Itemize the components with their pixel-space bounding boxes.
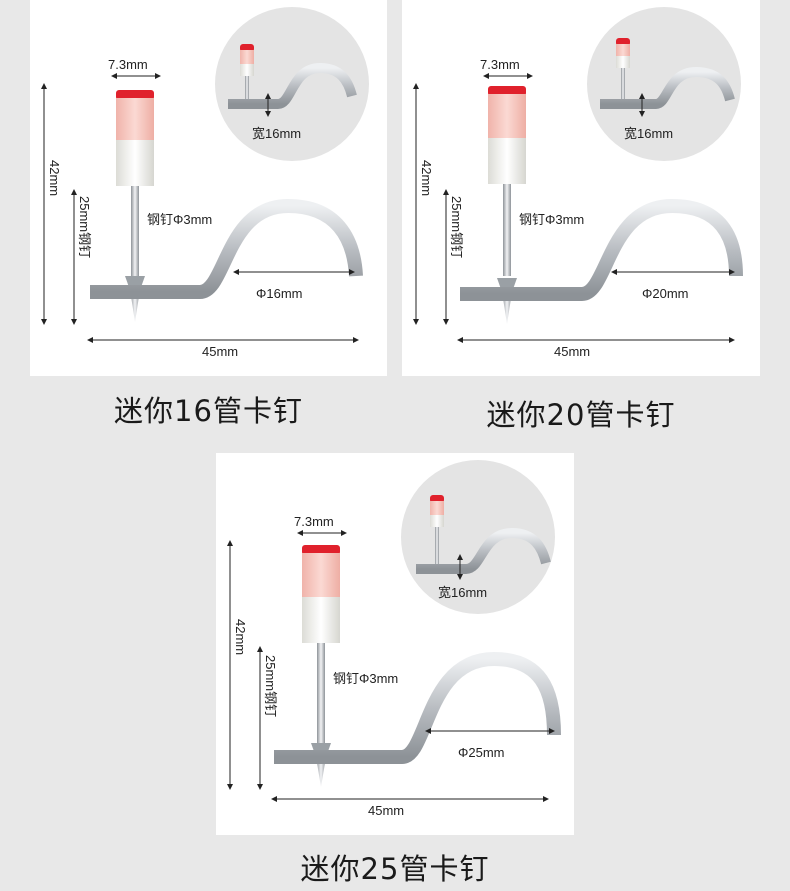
product-card-16: 宽16mm 7.3mm 钢钉Φ3mm Φ16mm 42mm 25mm钢钉 45m…: [30, 0, 387, 376]
pipe-diameter-label: Φ25mm: [458, 745, 505, 760]
nail-diameter-label: 钢钉Φ3mm: [519, 212, 584, 227]
inset-detail: 宽16mm: [587, 7, 741, 161]
nail-cap: [116, 90, 154, 322]
total-height-label: 42mm: [419, 160, 434, 196]
nail-diameter-label: 钢钉Φ3mm: [333, 671, 398, 686]
steel-nail: [317, 643, 325, 743]
caption-16: 迷你16管卡钉: [114, 394, 303, 428]
inset-detail: 宽16mm: [401, 460, 555, 614]
strap-width-label: 宽16mm: [438, 585, 487, 600]
diagram-16: 宽16mm 7.3mm 钢钉Φ3mm Φ16mm 42mm 25mm钢钉 45m…: [41, 7, 369, 359]
inset-detail: 宽16mm: [215, 7, 369, 161]
nail-diameter-label: 钢钉Φ3mm: [147, 212, 212, 227]
total-length-label: 45mm: [202, 344, 238, 359]
product-card-20: 宽16mm 7.3mm 钢钉Φ3mm Φ20mm 42mm 25mm钢钉 45m…: [402, 0, 760, 376]
pipe-diameter-label: Φ16mm: [256, 286, 303, 301]
product-card-25: 宽16mm 7.3mm 钢钉Φ3mm Φ25mm 42mm 25mm钢钉 45m…: [216, 453, 574, 835]
nail-cap: [488, 86, 526, 324]
pipe-diameter-label: Φ20mm: [642, 286, 689, 301]
cap-width-label: 7.3mm: [480, 57, 520, 72]
pipe-clip: [274, 651, 561, 764]
total-height-label: 42mm: [233, 619, 248, 655]
cap-width-label: 7.3mm: [294, 514, 334, 529]
total-height-label: 42mm: [47, 160, 62, 196]
diagram-20: 宽16mm 7.3mm 钢钉Φ3mm Φ20mm 42mm 25mm钢钉 45m…: [413, 7, 743, 359]
strap-width-label: 宽16mm: [624, 126, 673, 141]
diagram-25: 宽16mm 7.3mm 钢钉Φ3mm Φ25mm 42mm 25mm钢钉 45m…: [227, 460, 561, 818]
steel-nail: [131, 186, 139, 276]
caption-25: 迷你25管卡钉: [300, 852, 490, 886]
strap-width-label: 宽16mm: [252, 126, 301, 141]
total-length-label: 45mm: [368, 803, 404, 818]
steel-nail: [503, 184, 511, 276]
nail-length-label: 25mm钢钉: [77, 196, 92, 258]
cap-width-label: 7.3mm: [108, 57, 148, 72]
nail-length-label: 25mm钢钉: [449, 196, 464, 258]
nail-length-label: 25mm钢钉: [263, 655, 278, 717]
total-length-label: 45mm: [554, 344, 590, 359]
pipe-clip: [90, 198, 363, 299]
caption-20: 迷你20管卡钉: [486, 398, 676, 432]
nail-cap: [302, 545, 340, 787]
pipe-clip: [460, 198, 743, 301]
